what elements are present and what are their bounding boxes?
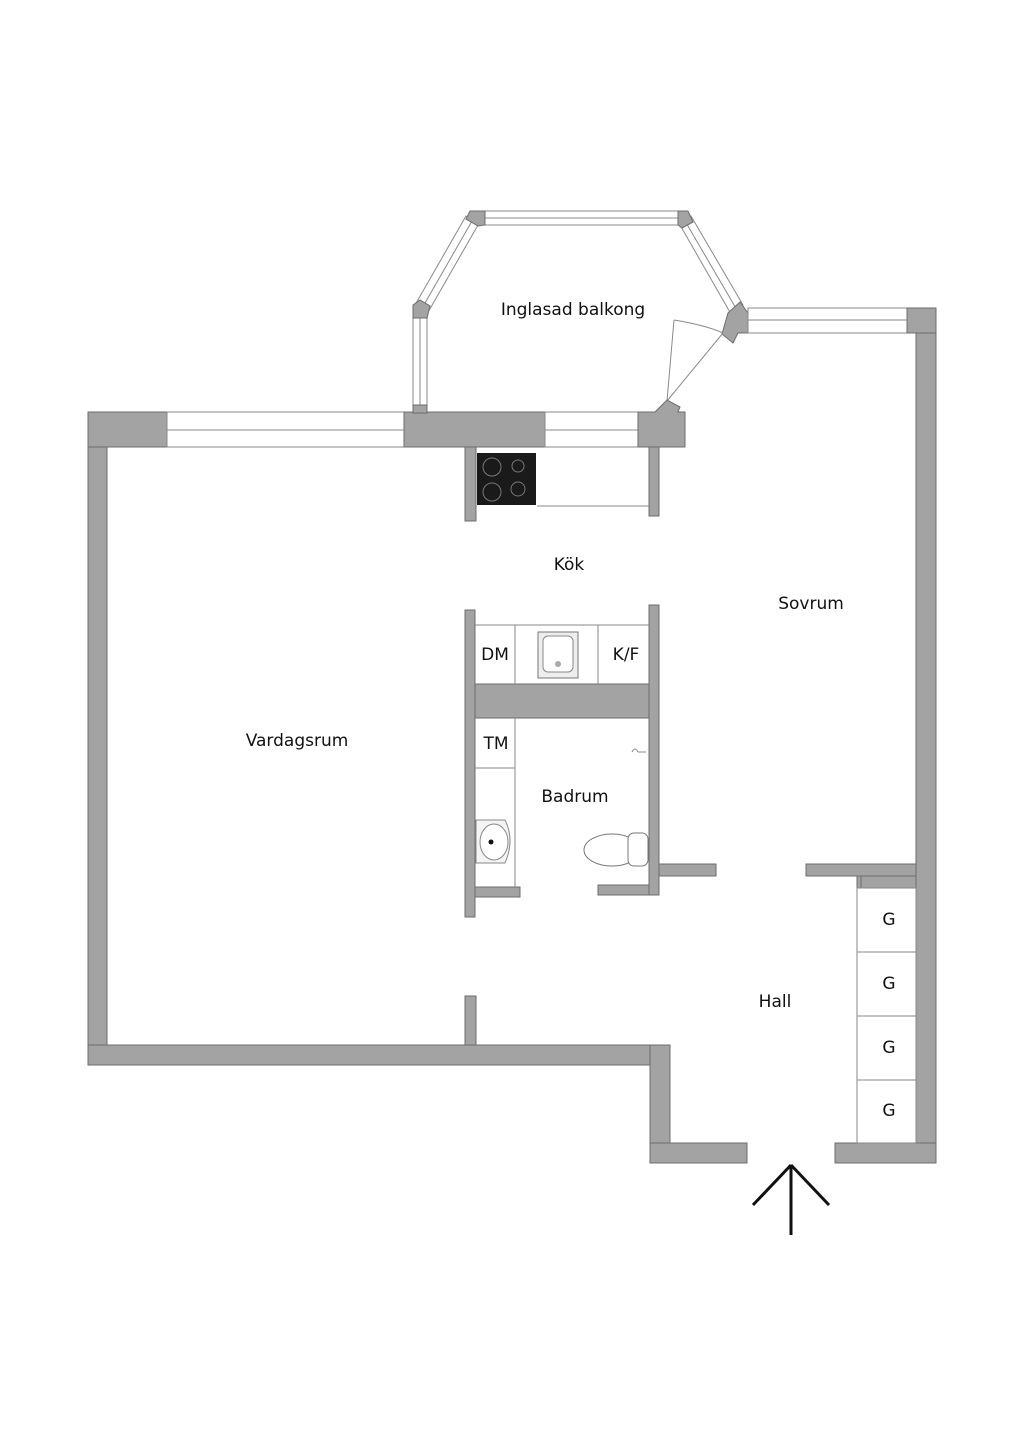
wardrobe-label: G xyxy=(882,910,896,930)
balcony-door[interactable] xyxy=(666,319,724,402)
wardrobe-label: G xyxy=(882,1038,896,1058)
room-label-living: Vardagsrum xyxy=(245,731,349,751)
balcony-glazing xyxy=(412,210,749,413)
room-label-hall: Hall xyxy=(758,992,792,1012)
fridge-freezer-label: K/F xyxy=(612,645,640,665)
entrance-arrow-icon xyxy=(751,1163,831,1235)
walls xyxy=(87,307,937,1164)
wardrobes xyxy=(856,887,917,1144)
dishwasher-label: DM xyxy=(481,645,509,665)
toilet-icon xyxy=(583,832,649,867)
stove-icon xyxy=(477,453,649,507)
room-label-kitchen: Kök xyxy=(553,555,585,575)
shower-icon xyxy=(631,748,646,753)
washing-machine-label: TM xyxy=(483,734,509,754)
room-label-balcony: Inglasad balkong xyxy=(500,300,646,320)
room-label-bathroom: Badrum xyxy=(541,787,609,807)
wardrobe-label: G xyxy=(882,974,896,994)
bathroom-fixtures xyxy=(475,718,649,887)
kitchen-counter xyxy=(475,624,649,684)
room-label-bedroom: Sovrum xyxy=(778,594,844,614)
sink-icon xyxy=(537,631,579,679)
wardrobe-label: G xyxy=(882,1101,896,1121)
